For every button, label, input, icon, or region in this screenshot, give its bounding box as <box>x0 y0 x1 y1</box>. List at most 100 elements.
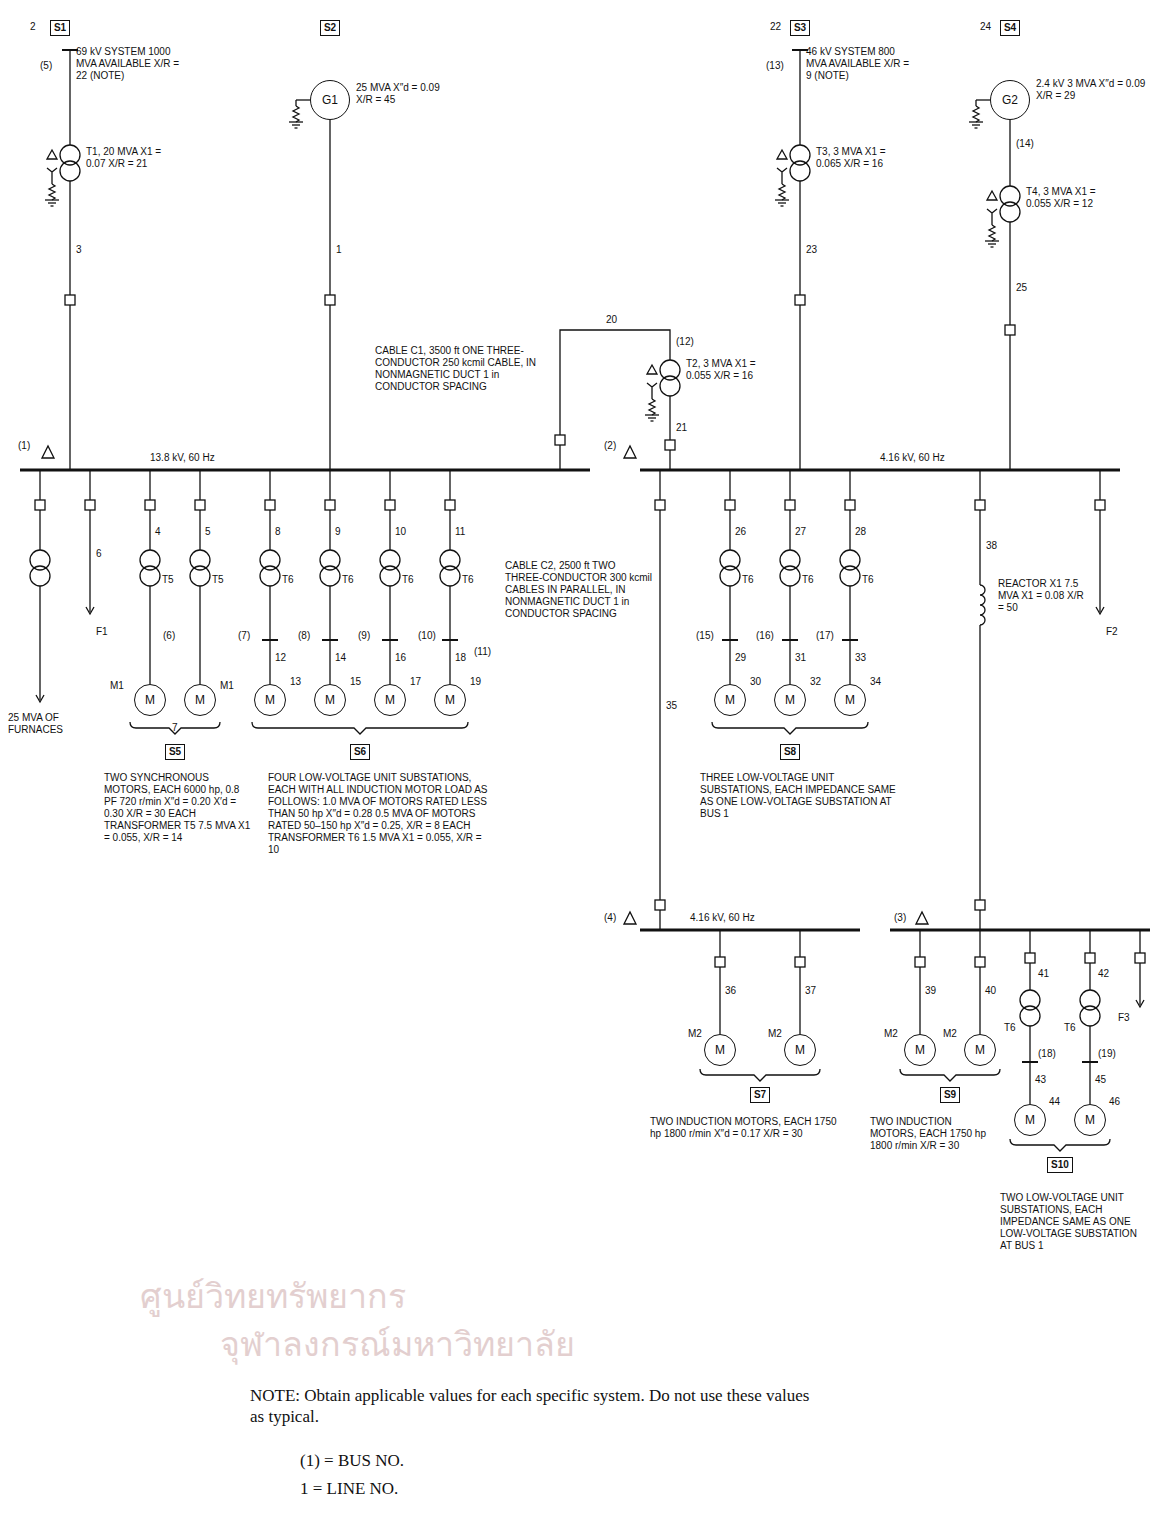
wire <box>449 586 450 684</box>
transformer-winding <box>720 566 740 586</box>
wire <box>659 470 660 930</box>
ground-symbol <box>991 246 994 247</box>
breaker-symbol <box>35 500 45 510</box>
breaker-symbol <box>195 500 205 510</box>
line-number: 34 <box>870 676 881 688</box>
symbol-letter: M <box>145 693 155 707</box>
motor-symbol: M <box>1074 1104 1106 1136</box>
transformer-winding <box>1080 990 1100 1010</box>
symbol-letter: M <box>385 693 395 707</box>
annotation: FOUR LOW-VOLTAGE UNIT SUBSTATIONS, EACH … <box>268 772 488 856</box>
annotation: 46 kV SYSTEM 800 MVA AVAILABLE X/R = 9 (… <box>806 46 916 82</box>
line-number: 28 <box>855 526 866 538</box>
line-number: 24 <box>980 21 991 33</box>
tag-text: S6 <box>354 746 366 757</box>
line-number: 29 <box>735 652 746 664</box>
line-number: 42 <box>1098 968 1109 980</box>
fault-point-triangle <box>916 912 928 924</box>
transformer-winding <box>840 550 860 570</box>
transformer-winding <box>140 566 160 586</box>
breaker-symbol <box>325 295 335 305</box>
tag-text: S10 <box>1051 1159 1069 1170</box>
wire <box>669 396 670 470</box>
motor-symbol: M <box>314 684 346 716</box>
wire <box>849 586 850 684</box>
note-text: (1) = BUS NO. <box>300 1450 404 1471</box>
annotation: TWO LOW-VOLTAGE UNIT SUBSTATIONS, EACH I… <box>1000 1192 1150 1252</box>
ground-symbol <box>292 124 300 125</box>
wire <box>389 586 390 684</box>
line-number: 38 <box>986 540 997 552</box>
transformer-winding <box>60 145 80 165</box>
symbol-letter: M <box>785 693 795 707</box>
breaker-symbol <box>325 500 335 510</box>
line-number: 17 <box>410 676 421 688</box>
symbol-letter: G1 <box>322 93 338 107</box>
line-number: 20 <box>606 314 617 326</box>
wire <box>1009 222 1010 470</box>
line-number: 19 <box>470 676 481 688</box>
line-number: 40 <box>985 985 996 997</box>
group-bracket <box>252 722 468 734</box>
reactor-symbol <box>980 585 985 625</box>
symbol-letter: M <box>1025 1113 1035 1127</box>
system-tag: S1 <box>50 20 70 36</box>
symbol-letter: M <box>445 693 455 707</box>
symbol-letter: M <box>915 1043 925 1057</box>
annotation: 69 kV SYSTEM 1000 MVA AVAILABLE X/R = 22… <box>76 46 186 82</box>
transformer-winding <box>380 550 400 570</box>
breaker-symbol <box>795 295 805 305</box>
tag-text: S2 <box>324 22 336 33</box>
transformer-winding <box>720 550 740 570</box>
breaker-symbol <box>1135 953 1145 963</box>
ground-lead <box>781 178 782 184</box>
annotation: T5 <box>212 574 224 586</box>
wire <box>329 586 330 684</box>
transformer-winding <box>790 145 810 165</box>
line-number: 4 <box>155 526 161 538</box>
line-number: 43 <box>1035 1074 1046 1086</box>
motor-symbol: M <box>904 1034 936 1066</box>
annotation: M1 <box>110 680 124 692</box>
motor-symbol: M <box>134 684 166 716</box>
wire <box>1009 120 1010 186</box>
wire <box>979 930 980 1034</box>
wire <box>89 470 90 612</box>
ground-symbol <box>48 202 56 203</box>
symbol-letter: M <box>265 693 275 707</box>
symbol-letter: M <box>795 1043 805 1057</box>
bus-bar <box>640 929 860 932</box>
breaker-symbol <box>65 295 75 305</box>
lv-bus <box>842 639 858 641</box>
motor-symbol: M <box>784 1034 816 1066</box>
system-tag: S8 <box>780 744 800 760</box>
line-number: 23 <box>806 244 817 256</box>
wire <box>719 930 720 1034</box>
transformer-winding <box>1020 990 1040 1010</box>
arrow-head <box>1136 1000 1144 1007</box>
breaker-symbol <box>715 957 725 967</box>
motor-symbol: M <box>254 684 286 716</box>
wire <box>799 930 800 1034</box>
resistor-symbol <box>973 106 979 122</box>
transformer-winding <box>320 566 340 586</box>
ground-lead <box>296 99 310 100</box>
delta-symbol <box>777 150 787 159</box>
resistor-symbol <box>49 184 55 200</box>
resistor-symbol <box>293 106 299 122</box>
line-number: 11 <box>455 526 465 538</box>
line-number: 6 <box>96 548 102 560</box>
bus-number: (11) <box>474 646 491 658</box>
transformer-winding <box>1000 202 1020 222</box>
resistor-symbol <box>649 399 655 415</box>
motor-symbol: M <box>434 684 466 716</box>
delta-symbol <box>987 191 997 200</box>
motor-symbol: M <box>774 684 806 716</box>
wire <box>149 586 150 684</box>
annotation: CABLE C1, 3500 ft ONE THREE-CONDUCTOR 25… <box>375 345 550 393</box>
delta-symbol <box>47 150 57 159</box>
bus-number: (15) <box>696 630 714 642</box>
ground-symbol <box>975 127 978 128</box>
symbol-letter: M <box>1085 1113 1095 1127</box>
